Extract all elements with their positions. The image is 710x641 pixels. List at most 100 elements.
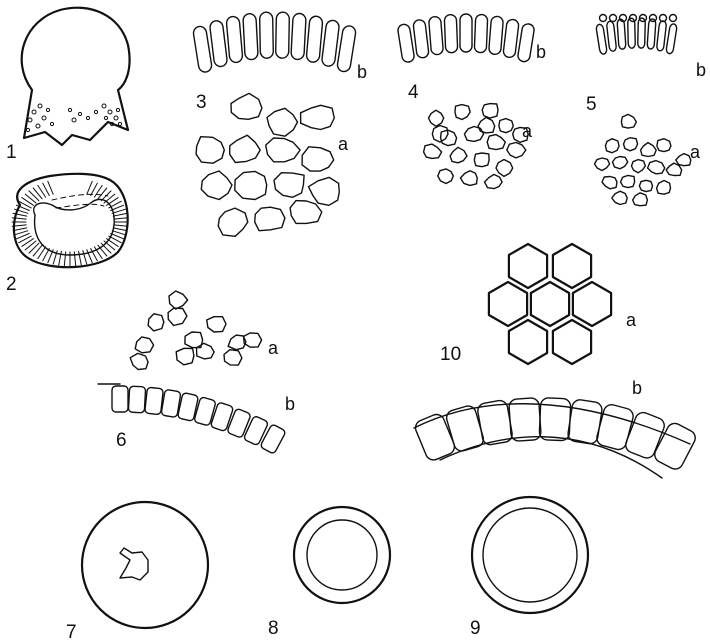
figure-7-circle [82,502,208,628]
figure-10-number: 10 [440,344,461,365]
figure-6b-cell [112,386,128,412]
figure-3a-cell [266,138,300,162]
figure-4a-cell [474,153,489,167]
figure-6b-cell [260,424,286,454]
figure-6b-cell [210,402,233,432]
figure-1: 1 [6,8,130,163]
figure-3a-cell [267,108,298,136]
figure-6: a b 6 [98,291,295,454]
figure-6b-cell [243,415,268,445]
figure-4b-cell [460,14,472,52]
figure-2-striation [112,209,125,213]
figure-2-striation [25,241,36,250]
figure-2-striation [112,231,125,235]
figure-5a-cell-cluster [595,114,691,205]
figure-4-number: 4 [408,82,419,103]
figure-4: b 4 a [397,14,546,189]
figure-8-outer-circle [294,507,390,603]
figure-4a-cell-cluster [424,104,528,189]
figure-4a-cell [455,105,470,120]
figure-9-outer-circle [472,497,588,613]
figure-5-number: 5 [586,94,597,115]
figure-5a-cell [624,138,638,151]
figure-4-label-b: b [536,42,546,62]
figure-2-striation [64,252,65,266]
figure-5-label-b: b [696,60,706,80]
figure-4b-cell [413,19,429,58]
figure-3a-cell [255,207,285,231]
figure-3a-cell [218,208,248,236]
figure-1-granules [26,104,121,132]
figure-5: b 5 a [586,15,706,206]
figure-5a-cell [648,161,665,174]
figure-10a-cell [489,282,527,326]
figure-6a-cell [169,291,188,309]
figure-3b-cell [243,13,258,60]
figure-4a-cell [432,126,448,143]
figure-4a-cell [496,160,513,177]
figure-3b-cell [337,25,357,72]
figure-10-label-b: b [632,378,642,398]
figure-10b-cell [623,410,666,460]
figure-6a-scattered-cells [130,291,261,370]
figure-3a-cell [302,147,334,171]
figure-5a-cell [639,180,652,191]
figure-3b-cell-row [193,12,357,73]
figure-4b-cell [489,16,504,55]
figure-5b-cell [596,24,608,55]
figure-5a-cell [641,143,657,157]
figure-5a-cell [676,154,691,166]
figure-3b-cell [291,13,306,60]
figure-6a-cell [244,333,262,347]
figure-3a-cell [274,173,304,198]
figure-6a-cell [176,348,194,365]
figure-4a-cell [478,117,495,132]
figure-2-striation [114,225,128,226]
figure-6-label-a: a [268,338,279,358]
figure-6b-cell [145,387,164,415]
figure-7-number: 7 [66,622,77,641]
figure-4b-cell [429,16,444,55]
figure-5a-cell [621,114,636,128]
figure-2-striation [13,228,27,231]
figure-7: 7 [66,502,208,641]
figure-9: 9 [470,497,588,639]
figure-3a-cell [230,135,261,162]
figure-6-label-b: b [285,394,295,414]
figure-5a-cell [595,158,610,171]
figure-10a-hexagon-cluster [489,244,611,364]
figure-3a-cell [290,201,322,224]
figure-4b-cell-row [397,14,535,63]
figure-5b-cell [617,19,626,49]
figure-4a-cell [482,104,498,119]
figure-10b-cell [652,421,698,472]
figure-5-label-a: a [690,142,701,162]
figure-5a-cell [621,175,635,187]
figure-3a-cell [196,137,224,164]
figure-4a-cell [507,143,526,158]
figure-4a-cell [450,147,467,163]
figure-10b-cell [445,404,486,453]
figure-1-number: 1 [6,142,17,163]
figure-6a-cell [207,317,226,332]
figure-6a-cell [130,353,148,369]
figure-5b-cell [628,18,636,48]
figure-4a-cell [499,119,513,133]
figure-10: a 10 b [413,244,698,478]
figure-2-striation [15,231,28,235]
figure-3b-cell [306,16,323,63]
figure-4a-cell [429,110,444,126]
figure-5b-cell [647,19,656,49]
figure-5b-cell-cap [670,15,677,22]
figure-2-striation [113,228,127,231]
figure-4a-cell [424,144,442,158]
figure-5b-cell-cap [610,15,617,22]
figure-2-striation [114,218,128,219]
figure-5b-cell [606,21,616,52]
figure-5a-cell [602,177,617,189]
figure-5b-cell-cap [650,15,657,22]
figure-2-striation [79,251,82,265]
figure-4b-cell [397,24,415,63]
figure-10a-cell [553,320,591,364]
figure-5b-cell [666,23,678,54]
